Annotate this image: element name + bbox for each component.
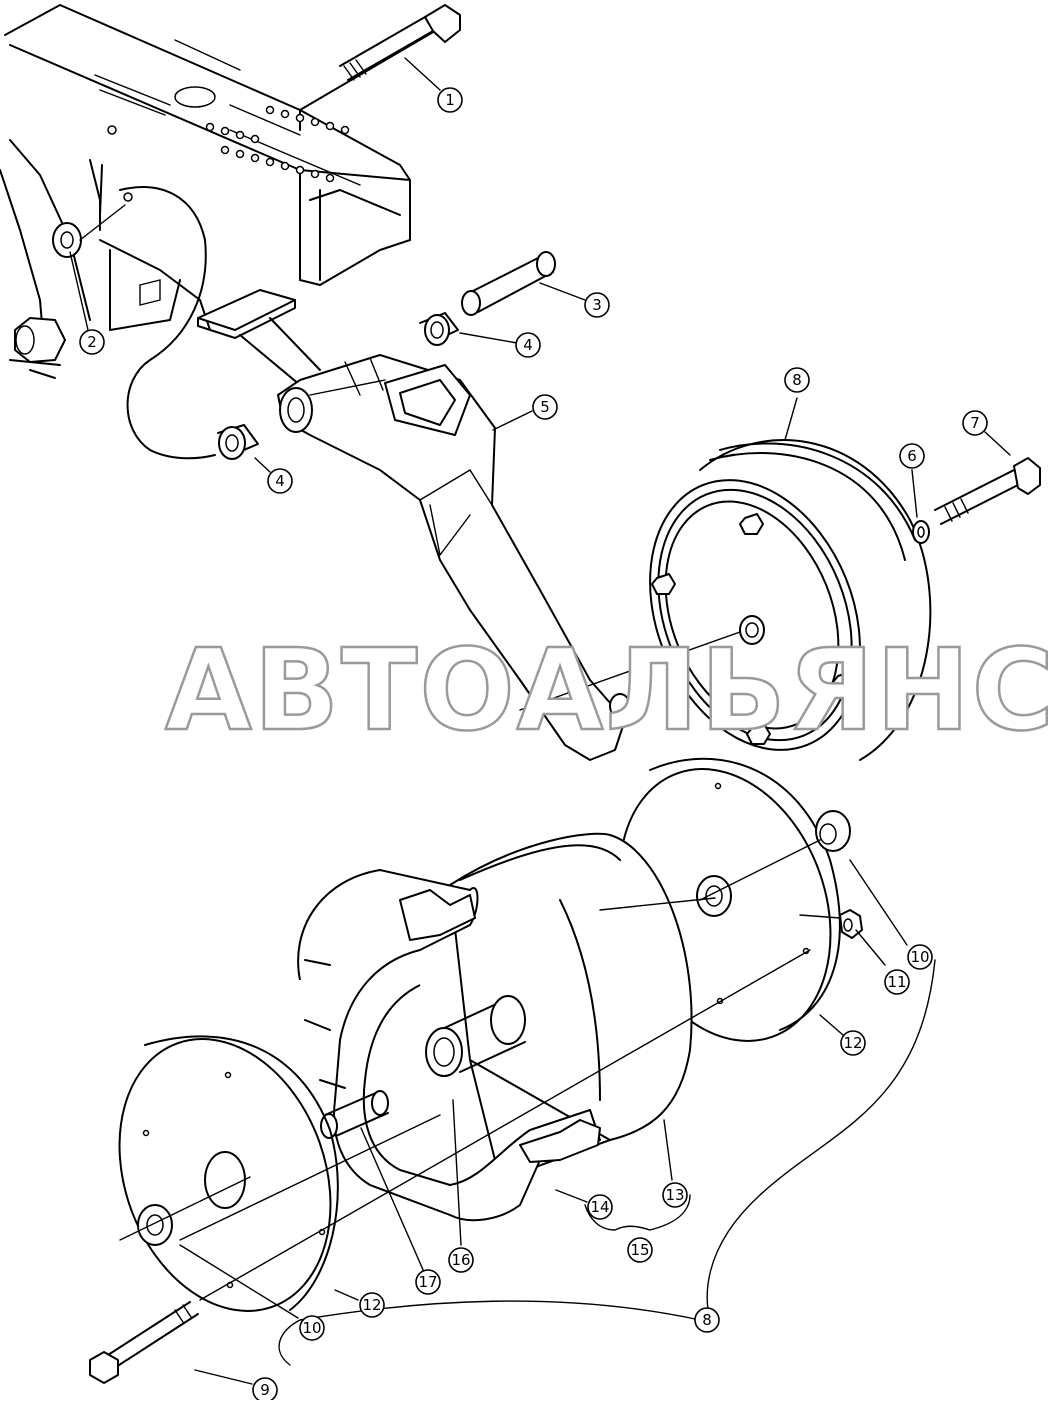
callout-circle	[448, 1247, 474, 1273]
callout-label: 1	[445, 91, 455, 109]
callout-circle	[79, 329, 105, 355]
callout-label: 17	[418, 1273, 437, 1291]
part-4-bushing-upper	[419, 312, 459, 346]
callout-c2: 2	[79, 329, 105, 355]
callout-c3: 3	[584, 292, 610, 318]
callout-circle	[587, 1194, 613, 1220]
callout-c11: 11	[884, 969, 910, 995]
callout-circle	[962, 410, 988, 436]
callout-circle	[437, 87, 463, 113]
callout-c5: 5	[532, 394, 558, 420]
callout-label: 7	[970, 414, 980, 432]
callout-circle	[784, 367, 810, 393]
callout-label: 10	[910, 948, 929, 966]
callout-c10b: 10	[299, 1315, 325, 1341]
callout-label: 4	[523, 336, 533, 354]
part-6-washer	[912, 520, 930, 544]
callout-label: 11	[887, 973, 906, 991]
callout-c7: 7	[962, 410, 988, 436]
part-7-bolt	[934, 457, 1041, 525]
part-3-pin	[461, 251, 556, 316]
callout-c13: 13	[662, 1182, 688, 1208]
callout-label: 14	[590, 1198, 609, 1216]
part-10-bearing-left	[137, 1204, 173, 1246]
callout-label: 13	[665, 1186, 684, 1204]
callout-label: 3	[592, 296, 602, 314]
callout-label: 16	[451, 1251, 470, 1269]
callout-c12a: 12	[840, 1030, 866, 1056]
callout-c4a: 4	[515, 332, 541, 358]
callout-c12b: 12	[359, 1292, 385, 1318]
frame-holes	[107, 105, 350, 202]
part-2-nut	[14, 164, 126, 363]
part-14-tread-segments	[297, 869, 601, 1222]
callout-label: 4	[275, 472, 285, 490]
callout-c10a: 10	[907, 944, 933, 970]
part-8-wheel-assembly	[519, 439, 932, 761]
callout-label: 5	[540, 398, 550, 416]
callout-c4b: 4	[267, 468, 293, 494]
part-4-bushing-lower	[217, 424, 259, 460]
callout-label: 12	[843, 1034, 862, 1052]
callout-label: 2	[87, 333, 97, 351]
callout-circle	[899, 443, 925, 469]
callout-circle	[884, 969, 910, 995]
callout-label: 8	[702, 1311, 712, 1329]
part-10-bearing-right	[815, 810, 851, 852]
pedal-pad	[197, 289, 321, 386]
callout-label: 15	[630, 1241, 649, 1259]
callout-circle	[532, 394, 558, 420]
watermark-text: АВТОАЛЬЯНС	[165, 626, 1048, 756]
callout-label: 10	[302, 1319, 321, 1337]
callout-c15: 15	[627, 1237, 653, 1263]
callout-c14: 14	[587, 1194, 613, 1220]
callout-c9: 9	[252, 1377, 278, 1403]
callout-label: 6	[907, 447, 917, 465]
callout-c17: 17	[415, 1269, 441, 1295]
callout-circle	[840, 1030, 866, 1056]
part-16-hub-tube	[425, 995, 526, 1077]
part-9-bolt	[89, 1301, 199, 1384]
callout-label: 9	[260, 1381, 270, 1399]
leader-lines	[69, 57, 1011, 1385]
part-13-drum	[449, 832, 693, 1181]
callout-circle	[267, 468, 293, 494]
callout-circle	[627, 1237, 653, 1263]
callout-circle	[694, 1307, 720, 1333]
callout-circle	[584, 292, 610, 318]
assembly-axis-lines	[119, 839, 841, 1301]
callout-circle	[415, 1269, 441, 1295]
part-1-bolt	[299, 4, 461, 111]
callout-c8a: 8	[784, 367, 810, 393]
part-5-arm	[277, 354, 631, 761]
callout-label: 8	[792, 371, 802, 389]
callout-circle	[299, 1315, 325, 1341]
callout-circle	[907, 944, 933, 970]
callout-c1: 1	[437, 87, 463, 113]
callout-c6: 6	[899, 443, 925, 469]
callout-circle	[515, 332, 541, 358]
callout-circle	[662, 1182, 688, 1208]
callout-label: 12	[362, 1296, 381, 1314]
callout-c8b: 8	[694, 1307, 720, 1333]
callout-c16: 16	[448, 1247, 474, 1273]
part-12-disc-left	[118, 1035, 339, 1312]
callout-circle	[359, 1292, 385, 1318]
